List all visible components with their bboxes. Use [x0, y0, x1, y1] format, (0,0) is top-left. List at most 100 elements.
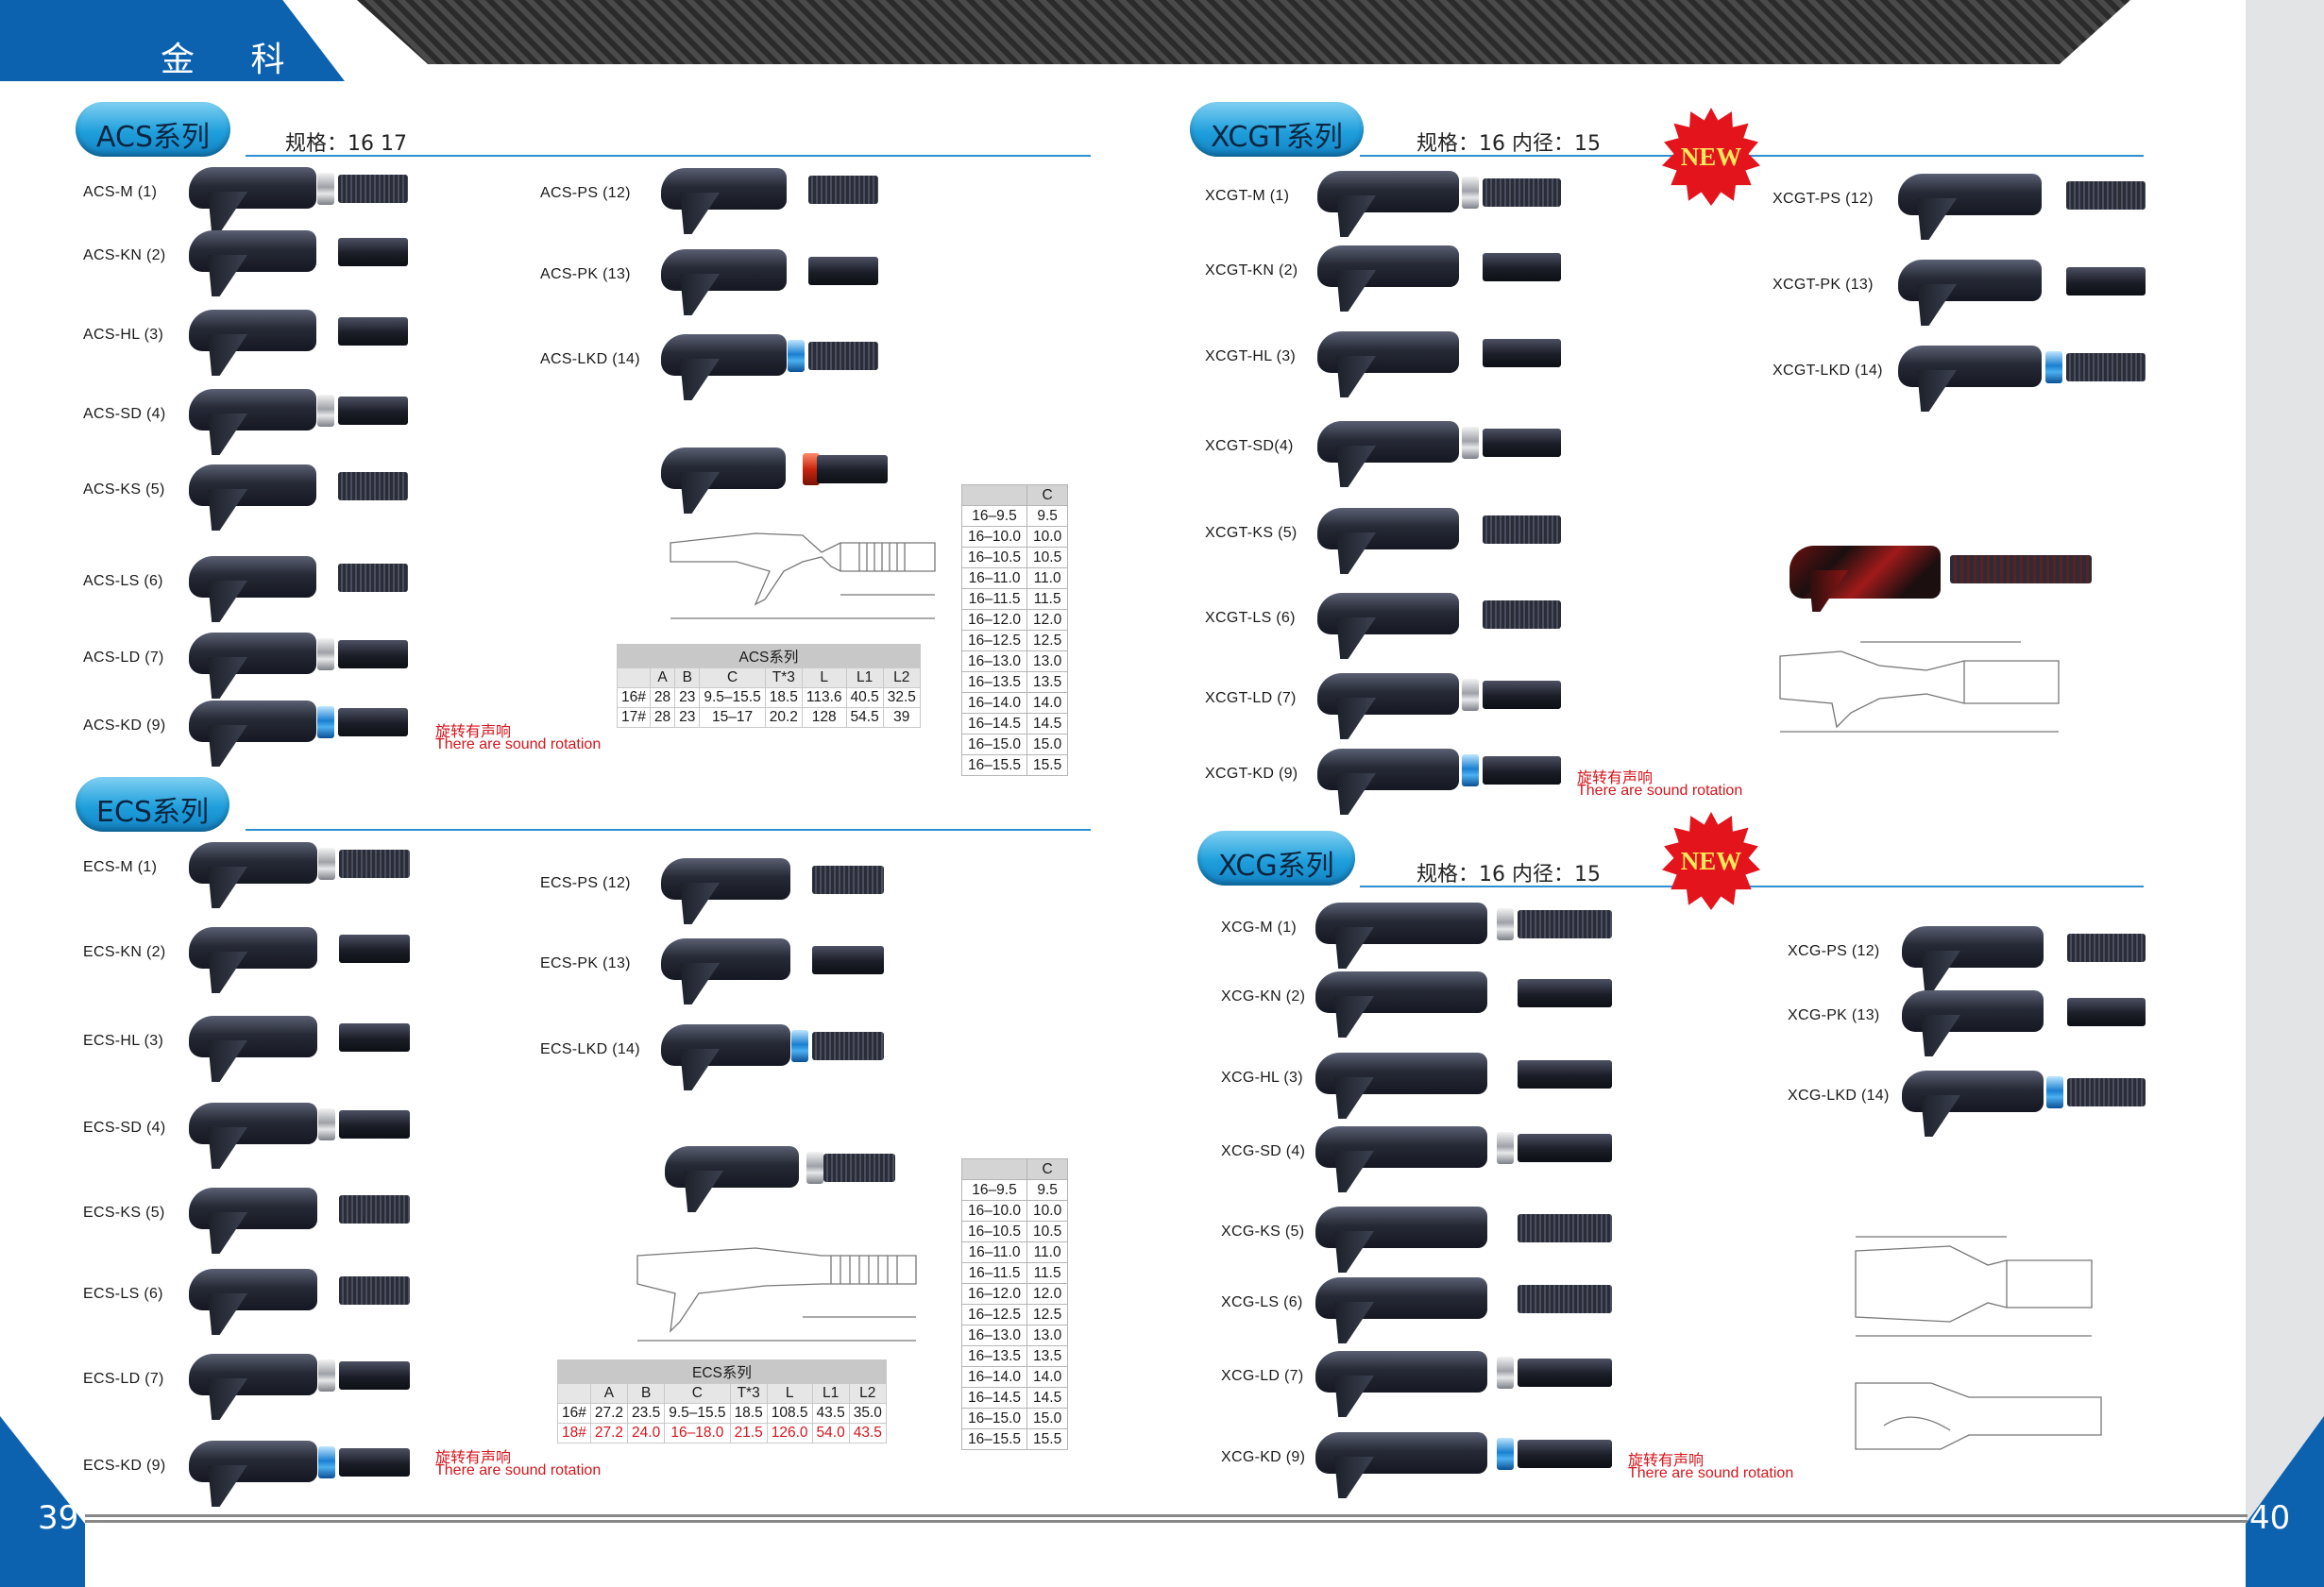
product-grip-image: [661, 854, 884, 924]
table-cell: 16–10.0: [960, 1200, 1028, 1222]
table-cell: 12.0: [1026, 1283, 1069, 1305]
table-cell: 24.0: [627, 1423, 666, 1443]
table-cell: 16–11.0: [960, 567, 1028, 589]
table-cell: 11.5: [1026, 1262, 1069, 1284]
table-cell: 18#: [557, 1423, 591, 1443]
product-grip-image: [1898, 170, 2146, 240]
acs-diagram-photo: [661, 444, 888, 514]
table-header-cell: L2: [882, 667, 921, 688]
table-cell: 16–11.0: [960, 1241, 1028, 1263]
product-grip-image: [1315, 1049, 1612, 1119]
table-cell: 18.5: [729, 1403, 768, 1424]
page-number-right: 40: [2249, 1499, 2291, 1537]
table-header-cell: L: [766, 1383, 813, 1404]
table-cell: 16–10.5: [960, 547, 1028, 568]
product-label: XCGT-PS (12): [1773, 191, 1874, 207]
table-cell: 15.0: [1026, 734, 1069, 755]
product-label: ACS-KN (2): [83, 247, 166, 263]
product-grip-image: [661, 164, 878, 234]
product-label: XCGT-KS (5): [1205, 525, 1298, 541]
table-cell: 16–9.5: [960, 1179, 1028, 1201]
table-cell: 16–13.5: [960, 671, 1028, 693]
product-grip-image: [1317, 504, 1561, 574]
product-grip-image: [1317, 589, 1561, 659]
table-cell: 39: [882, 707, 921, 728]
product-label: ACS-HL (3): [83, 327, 164, 343]
table-cell: 15.5: [1026, 754, 1069, 776]
xcg-new-badge: NEW: [1662, 812, 1760, 910]
product-grip-image: [1315, 1347, 1612, 1417]
table-cell: 16–18.0: [664, 1423, 731, 1443]
product-grip-image: [1315, 899, 1612, 969]
acs-series-title: ACS系列: [76, 102, 230, 157]
table-cell: 27.2: [589, 1423, 629, 1443]
product-label: XCGT-KD (9): [1205, 766, 1298, 782]
table-cell: 23: [674, 687, 701, 708]
table-cell: 13.0: [1026, 1325, 1069, 1346]
carbon-banner: [357, 0, 2130, 64]
table-cell: 10.0: [1026, 526, 1069, 548]
product-label: XCGT-SD(4): [1205, 438, 1294, 454]
xcg-spec: 规格：16 内径：15: [1416, 863, 1601, 886]
product-label: XCGT-LKD (14): [1773, 363, 1883, 379]
table-cell: 14.0: [1026, 692, 1069, 714]
ecs-table-caption: ECS系列: [557, 1359, 887, 1384]
table-header-cell: B: [627, 1383, 666, 1404]
table-cell: 16–12.0: [960, 1283, 1028, 1305]
product-label: XCG-LKD (14): [1788, 1088, 1890, 1104]
xcgt-new-badge: NEW: [1662, 108, 1760, 206]
table-header-cell: L2: [848, 1383, 887, 1404]
product-label: ECS-HL (3): [83, 1033, 164, 1049]
table-cell: 16–15.0: [960, 1408, 1028, 1429]
product-label: ACS-LKD (14): [540, 351, 640, 367]
table-cell: 16–12.5: [960, 630, 1028, 651]
table-cell: 16#: [557, 1403, 591, 1424]
table-cell: 10.5: [1026, 1221, 1069, 1242]
product-grip-image: [1317, 669, 1561, 739]
product-label: XCG-SD (4): [1221, 1143, 1306, 1159]
table-cell: 16–14.5: [960, 713, 1028, 734]
table-cell: 28: [649, 707, 676, 728]
table-cell: 16–15.5: [960, 754, 1028, 776]
table-cell: 35.0: [848, 1403, 887, 1424]
product-label: XCG-LD (7): [1221, 1368, 1304, 1384]
table-cell: 126.0: [766, 1423, 813, 1443]
xcg-sound-note-en: There are sound rotation: [1628, 1465, 1794, 1481]
product-grip-image: [1902, 922, 2146, 992]
table-cell: 13.0: [1026, 650, 1069, 672]
product-grip-image: [189, 1265, 410, 1335]
table-cell: 54.0: [811, 1423, 850, 1443]
product-grip-image: [1315, 968, 1612, 1038]
product-grip-image: [1902, 1067, 2146, 1137]
product-grip-image: [189, 1012, 410, 1082]
ecs-sound-note-en: There are sound rotation: [435, 1462, 602, 1478]
ecs-sound-note-cn: 旋转有声响: [435, 1448, 512, 1466]
table-cell: 9.5–15.5: [699, 687, 766, 708]
xcgt-technical-drawing: [1779, 641, 2060, 733]
right-margin-strip: [2246, 0, 2324, 1587]
page-number-left: 39: [38, 1499, 79, 1537]
product-label: ACS-LD (7): [83, 650, 164, 666]
product-label: XCG-M (1): [1221, 920, 1298, 936]
product-label: ECS-SD (4): [83, 1120, 166, 1136]
acs-rule: [246, 155, 1091, 157]
product-grip-image: [189, 227, 408, 296]
product-label: ECS-KD (9): [83, 1458, 166, 1474]
table-cell: 113.6: [801, 687, 847, 708]
acs-sound-note-en: There are sound rotation: [435, 736, 602, 752]
table-cell: 108.5: [766, 1403, 813, 1424]
